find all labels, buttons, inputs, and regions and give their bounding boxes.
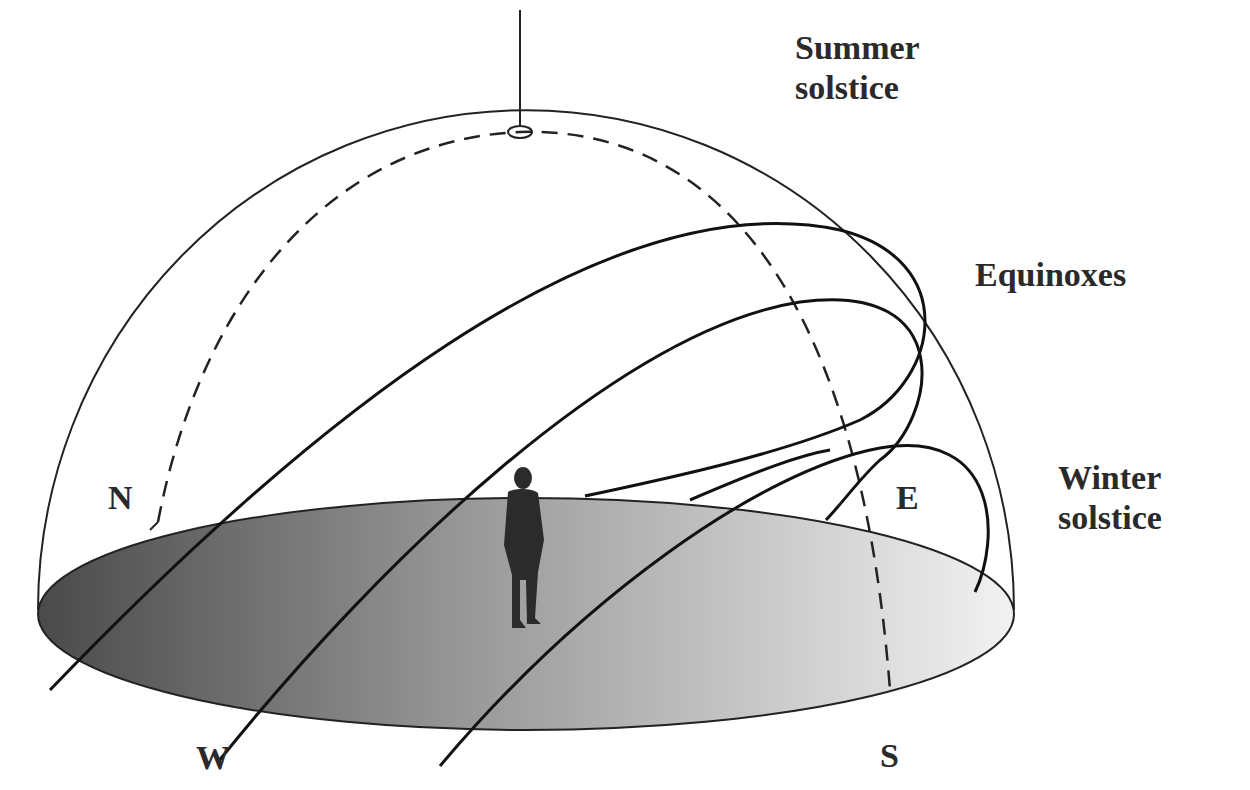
observer-figure [504,467,544,628]
compass-label: E [893,478,922,518]
summer-sun-path [50,224,925,690]
season-label: Winter solstice [1058,458,1233,538]
winter-sun-path [440,446,988,766]
zenith-pole [519,10,521,126]
compass-label: S [880,736,899,776]
season-label: Equinoxes [975,255,1215,295]
compass-label: W [196,738,230,778]
north-tick [150,522,158,530]
winter-sun-path-back [690,450,830,500]
season-label: Summer solstice [795,28,985,108]
equinox-sun-path [218,300,922,762]
meridian-line [158,132,890,690]
compass-label: N [108,478,133,518]
